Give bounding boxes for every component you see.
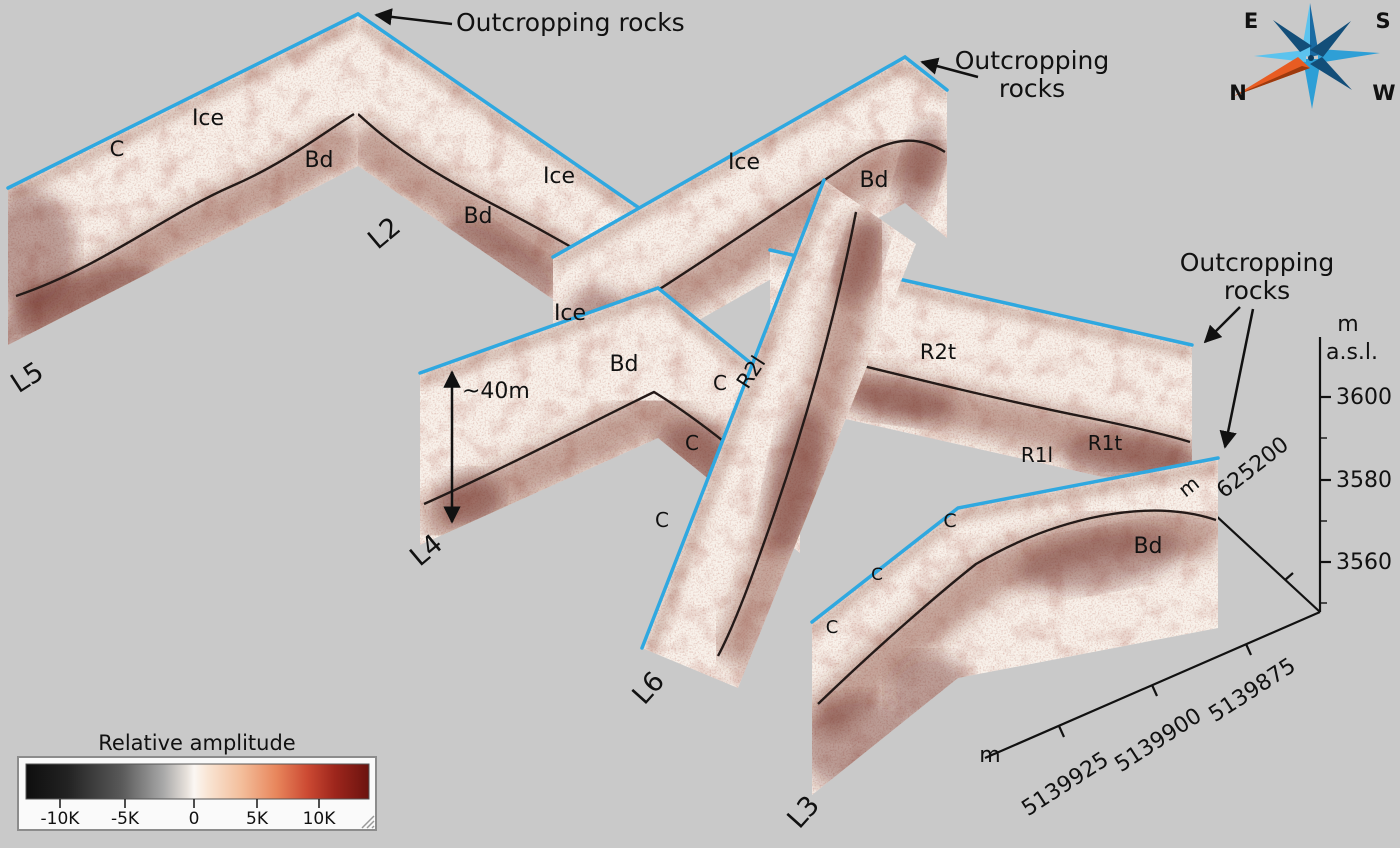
reflection-r1t: R1t [1088,431,1123,455]
horizon-bd-4: Bd [609,352,638,377]
colorbar-panel[interactable]: -10K -5K 0 5K 10K [17,756,377,831]
horizon-bd-1: Bd [304,148,333,173]
compass-w: W [1372,81,1395,105]
northing-tick-5139900: 5139900 [1111,703,1207,777]
horizon-c-6: C [871,565,883,585]
horizon-c-5: C [943,510,956,532]
axis-elevation [1318,337,1331,612]
horizon-ice-3: Ice [728,150,760,175]
colorbar-gradient [25,763,370,800]
compass-e: E [1244,9,1258,33]
reflection-r2t: R2t [920,340,956,364]
bed-reflector-l3 [817,509,1217,705]
colorbar-tick-neg10k: -10K [41,809,81,829]
scale-label-40m: ~40m [462,379,530,404]
northing-tick-5139925: 5139925 [1018,747,1114,821]
surface-line-l3 [810,456,1220,624]
outcrop-arrow-top [374,8,453,26]
horizon-ice-2: Ice [543,164,575,189]
surface-line-crossing [551,54,949,259]
horizon-bd-5: Bd [1133,534,1162,559]
easting-tick-625200: 625200 [1212,432,1294,503]
horizon-c-7: C [826,617,839,638]
outcrop-label-far-1: Outcropping [1180,248,1335,277]
outcrop-arrow-far-1 [1203,306,1241,344]
outcrop-label-right-2: rocks [999,74,1065,103]
resize-grip-icon[interactable] [361,815,375,829]
colorbar-title: Relative amplitude [98,731,295,755]
axis-northing [984,610,1321,760]
surface-line-l6 [640,178,826,650]
horizon-ice-4: Ice [554,301,586,326]
compass-s: S [1375,9,1390,33]
outcrop-label-right-1: Outcropping [955,46,1110,75]
horizon-bd-2: Bd [463,204,492,229]
compass-n: N [1229,81,1247,105]
colorbar-tick-neg5k: -5K [111,809,140,829]
northing-tick-5139875: 5139875 [1205,653,1301,727]
outcrop-arrow-right [920,57,979,79]
reflection-r1l: R1l [1021,443,1053,467]
profile-label-l2: L2 [362,211,407,255]
colorbar-ticks [59,799,320,808]
elev-axis-unit-1: m [1337,312,1358,337]
horizon-c-2: C [713,371,727,395]
colorbar-tick-10k: 10K [303,809,337,829]
outcrop-label-far-2: rocks [1224,276,1290,305]
compass-north-arrow [1234,57,1310,96]
northing-axis-unit: m [979,743,1000,768]
elev-axis-unit-2: a.s.l. [1326,340,1378,365]
colorbar-tick-0: 0 [189,809,200,829]
colorbar-tick-5k: 5K [246,809,269,829]
bed-reflector-l5 [15,112,355,298]
bed-reflector-l6 [716,211,858,657]
surface-line-l5 [6,12,360,190]
outcrop-label-top: Outcropping rocks [456,8,685,37]
horizon-bd-3: Bd [859,168,888,193]
horizon-ice-1: Ice [192,106,224,131]
elev-tick-3600: 3600 [1336,385,1392,410]
profile-label-l6: L6 [626,666,671,711]
horizon-c-1: C [110,137,125,161]
panel-l5 [6,12,360,345]
horizon-c-3: C [685,431,699,455]
horizon-c-4: C [655,508,669,532]
profile-label-l3: L3 [781,790,826,835]
elev-tick-3580: 3580 [1336,468,1392,493]
elev-tick-3560: 3560 [1336,550,1392,575]
compass-rose: E S N W [1229,3,1396,109]
profile-label-l5: L5 [5,356,49,400]
outcrop-arrow-far-2 [1219,308,1255,449]
